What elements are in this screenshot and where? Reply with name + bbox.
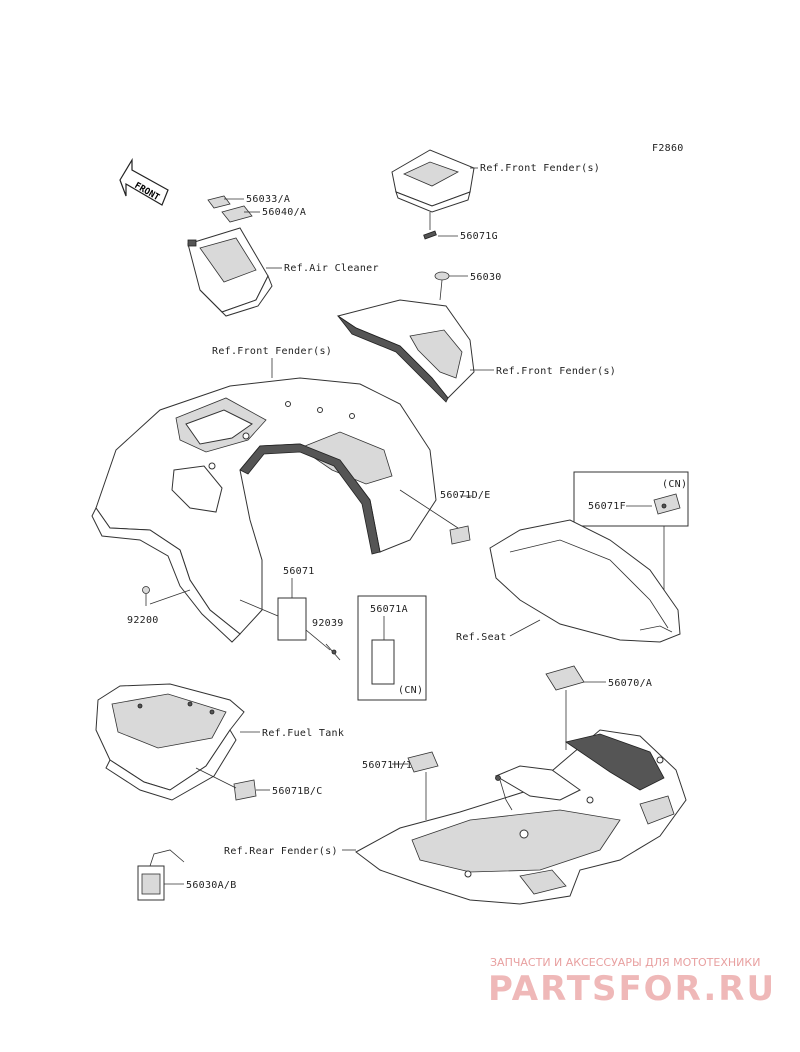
- label-56030: 56030: [470, 272, 502, 283]
- label-front-fender-right: Ref.Front Fender(s): [496, 366, 616, 377]
- label-56071g: 56071G: [460, 231, 498, 242]
- label-air-cleaner: Ref.Air Cleaner: [284, 263, 379, 274]
- watermark-tagline: ЗАПЧАСТИ И АКСЕССУАРЫ ДЛЯ МОТОТЕХНИКИ: [490, 956, 760, 969]
- label-front-fender-top: Ref.Front Fender(s): [480, 163, 600, 174]
- label-sticker-56071a: [371, 639, 395, 685]
- seat: [489, 519, 681, 643]
- label-56071bc: 56071B/C: [272, 786, 323, 797]
- washer-56030: [434, 271, 450, 281]
- label-patch-56071hi: [407, 751, 439, 773]
- label-56030ab: 56030A/B: [186, 880, 237, 891]
- label-patch-56071f: [653, 493, 681, 515]
- label-56071f: 56071F: [588, 501, 626, 512]
- rear-fender: [355, 729, 687, 905]
- front-fender-holes: [208, 401, 355, 470]
- label-patch-56071bc: [233, 779, 257, 801]
- figure-code: F2860: [652, 143, 684, 154]
- label-56033a: 56033/A: [246, 194, 290, 205]
- bolt-92200: [142, 586, 150, 594]
- label-56071a: 56071A: [370, 604, 408, 615]
- label-seat: Ref.Seat: [456, 632, 507, 643]
- label-56071: 56071: [283, 566, 315, 577]
- fuel-tank: [95, 683, 245, 801]
- label-56071de: 56071D/E: [440, 490, 491, 501]
- front-fender-main: [91, 377, 437, 643]
- strap-92039: [331, 649, 337, 655]
- tag-56030ab: [137, 849, 185, 901]
- inner-fender-panel: [336, 299, 475, 403]
- label-cn-top: (CN): [662, 479, 687, 490]
- label-92200: 92200: [127, 615, 159, 626]
- label-rear-fender: Ref.Rear Fender(s): [224, 846, 338, 857]
- label-sticker-56071: [277, 597, 307, 641]
- front-arrow-icon: FRONT: [119, 157, 169, 206]
- label-patch-56070a: [545, 665, 585, 691]
- label-fuel-tank: Ref.Fuel Tank: [262, 728, 344, 739]
- label-56040a: 56040/A: [262, 207, 306, 218]
- label-front-fender-left: Ref.Front Fender(s): [212, 346, 332, 357]
- watermark-brand: PARTSFOR.RU: [488, 969, 776, 1009]
- clip-56071g: [423, 230, 437, 240]
- label-56071hi: 56071H/I: [362, 760, 413, 771]
- label-56070a: 56070/A: [608, 678, 652, 689]
- label-92039: 92039: [312, 618, 344, 629]
- label-cn-mid: (CN): [398, 685, 423, 696]
- front-fender-top-part: [391, 149, 475, 213]
- label-patch-56071de: [449, 525, 471, 545]
- air-cleaner-cover: [187, 195, 273, 317]
